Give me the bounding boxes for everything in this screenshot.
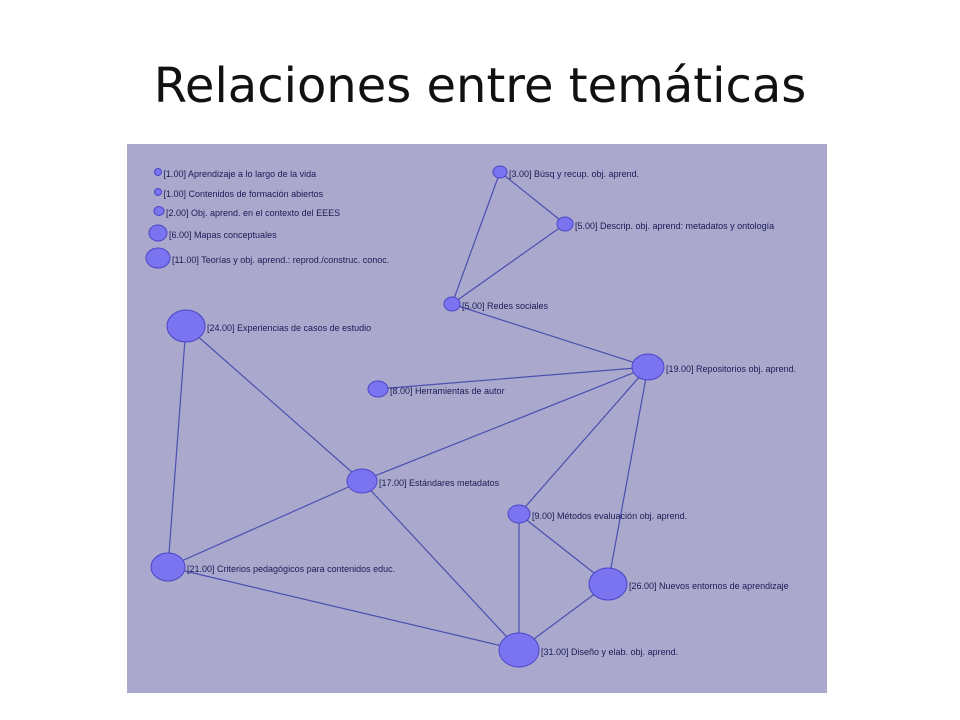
graph-node: [26.00] Nuevos entornos de aprendizaje — [588, 567, 789, 601]
node-label: [19.00] Repositorios obj. aprend. — [666, 364, 796, 374]
network-diagram: [1.00] Aprendizaje a lo largo de la vida… — [127, 144, 827, 693]
network-diagram-svg: [1.00] Aprendizaje a lo largo de la vida… — [127, 144, 827, 693]
node-label: [26.00] Nuevos entornos de aprendizaje — [629, 581, 789, 591]
edge-n9-n12 — [185, 325, 363, 482]
node-circle — [367, 380, 389, 398]
edge-n10-n13 — [518, 366, 649, 515]
node-circle — [346, 468, 378, 494]
graph-node: [6.00] Mapas conceptuales — [148, 224, 277, 242]
node-circle — [631, 353, 665, 381]
graph-node: [19.00] Repositorios obj. aprend. — [631, 353, 796, 381]
node-label: [5.00] Redes sociales — [462, 301, 549, 311]
node-circle — [148, 224, 168, 242]
node-label: [5.00] Descrip. obj. aprend: metadatos y… — [575, 221, 774, 231]
graph-node: [1.00] Aprendizaje a lo largo de la vida — [154, 168, 317, 179]
node-circle — [507, 504, 531, 524]
slide-title: Relaciones entre temáticas — [153, 58, 807, 114]
graph-node: [1.00] Contenidos de formación abiertos — [154, 188, 324, 199]
edge-n13-n15 — [518, 513, 609, 585]
node-circle — [153, 206, 165, 216]
node-circle — [150, 552, 186, 582]
edge-n12-n10 — [361, 366, 649, 482]
node-label: [31.00] Diseño y elab. obj. aprend. — [541, 647, 678, 657]
node-label: [1.00] Aprendizaje a lo largo de la vida — [164, 169, 317, 179]
edge-n7-n8 — [451, 223, 566, 305]
edge-n9-n14 — [167, 325, 187, 568]
graph-node: [2.00] Obj. aprend. en el contexto del E… — [153, 206, 340, 218]
edge-n11-n10 — [377, 366, 649, 390]
edge-n8-n10 — [451, 303, 649, 368]
node-circle — [556, 216, 574, 232]
graph-node: [5.00] Redes sociales — [443, 296, 549, 312]
node-circle — [492, 165, 508, 179]
node-label: [17.00] Estándares metadatos — [379, 478, 500, 488]
edge-n14-n16 — [167, 566, 520, 651]
nodes-layer: [1.00] Aprendizaje a lo largo de la vida… — [145, 165, 796, 668]
graph-node: [21.00] Criterios pedagógicos para conte… — [150, 552, 395, 582]
graph-node: [5.00] Descrip. obj. aprend: metadatos y… — [556, 216, 774, 232]
node-label: [21.00] Criterios pedagógicos para conte… — [187, 564, 395, 574]
node-label: [11.00] Teorías y obj. aprend.: reprod./… — [172, 255, 389, 265]
node-label: [2.00] Obj. aprend. en el contexto del E… — [166, 208, 340, 218]
graph-node: [8.00] Herramientas de autor — [367, 380, 505, 398]
node-label: [9.00] Métodos evaluación obj. aprend. — [532, 511, 687, 521]
node-label: [24.00] Experiencias de casos de estudio — [207, 323, 371, 333]
edge-n12-n16 — [361, 480, 520, 651]
edge-n6-n8 — [451, 171, 501, 305]
graph-node: [17.00] Estándares metadatos — [346, 468, 500, 494]
node-label: [1.00] Contenidos de formación abiertos — [164, 189, 324, 199]
edges-layer — [167, 171, 649, 651]
graph-node: [31.00] Diseño y elab. obj. aprend. — [498, 632, 678, 668]
graph-node: [9.00] Métodos evaluación obj. aprend. — [507, 504, 687, 524]
node-circle — [154, 188, 162, 196]
edge-n6-n7 — [499, 171, 566, 225]
edge-n10-n15 — [607, 366, 649, 585]
node-circle — [588, 567, 628, 601]
node-label: [8.00] Herramientas de autor — [390, 386, 505, 396]
node-label: [3.00] Búsq y recup. obj. aprend. — [509, 169, 639, 179]
node-circle — [166, 309, 206, 343]
node-circle — [154, 168, 162, 176]
graph-node: [3.00] Búsq y recup. obj. aprend. — [492, 165, 639, 179]
edge-n12-n14 — [167, 480, 363, 568]
node-label: [6.00] Mapas conceptuales — [169, 230, 277, 240]
graph-node: [11.00] Teorías y obj. aprend.: reprod./… — [145, 247, 389, 269]
node-circle — [145, 247, 171, 269]
node-circle — [443, 296, 461, 312]
graph-node: [24.00] Experiencias de casos de estudio — [166, 309, 371, 343]
node-circle — [498, 632, 540, 668]
